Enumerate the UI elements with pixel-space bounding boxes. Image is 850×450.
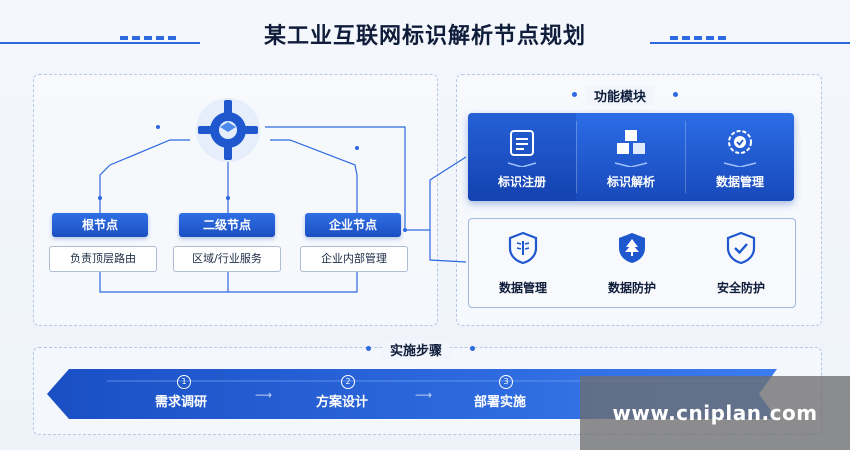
root-node-desc: 负责顶层路由 <box>49 246 157 272</box>
module-row-primary: 标识注册 标识解析 数据管理 <box>468 113 794 201</box>
module-divider <box>685 121 686 193</box>
title-left-dash <box>120 36 180 40</box>
module-row-secondary: 数据管理 数据防护 安全防护 <box>468 218 796 308</box>
module-label: 数据管理 <box>498 281 547 295</box>
second-node-title: 二级节点 <box>179 213 275 237</box>
step-label: 需求调研 <box>155 395 208 410</box>
watermark: www.cniplan.com <box>580 376 850 450</box>
module-label: 数据管理 <box>715 175 764 189</box>
module-card-data-mgmt-2[interactable]: 数据管理 <box>469 219 577 307</box>
module-card-data-protect[interactable]: 数据防护 <box>578 219 686 307</box>
module-label: 标识注册 <box>497 175 546 189</box>
book-shield-icon <box>508 231 538 265</box>
steps-section-title: 实施步骤 <box>382 340 451 359</box>
page-title: 某工业互联网标识解析节点规划 <box>263 24 586 49</box>
check-shield-icon <box>726 231 756 265</box>
step-number: 3 <box>499 375 513 389</box>
enterprise-node-title: 企业节点 <box>305 213 401 237</box>
cubes-icon <box>614 130 648 167</box>
module-title-left-dot <box>572 92 577 97</box>
document-list-icon <box>507 130 537 167</box>
module-card-register[interactable]: 标识注册 <box>468 113 576 201</box>
second-node-desc: 区域/行业服务 <box>173 246 281 272</box>
module-section-title: 功能模块 <box>586 86 655 105</box>
gear-shield-icon <box>723 130 757 167</box>
title-left-line <box>0 42 200 44</box>
module-card-data-mgmt[interactable]: 数据管理 <box>686 113 794 201</box>
title-right-line <box>650 42 850 44</box>
root-node-title: 根节点 <box>52 213 148 237</box>
module-label: 数据防护 <box>607 281 656 295</box>
title-right-dash <box>670 36 730 40</box>
step-arrow-icon: ⟶ <box>255 388 273 402</box>
module-label: 安全防护 <box>716 281 765 295</box>
module-card-security[interactable]: 安全防护 <box>687 219 795 307</box>
step-label: 部署实施 <box>474 395 527 410</box>
step-number: 1 <box>177 375 191 389</box>
step-number: 2 <box>341 375 355 389</box>
module-label: 标识解析 <box>606 175 655 189</box>
gear-network-icon <box>198 100 258 160</box>
module-title-right-dot <box>673 92 678 97</box>
module-divider <box>576 121 577 193</box>
step-arrow-icon: ⟶ <box>415 388 433 402</box>
module-card-resolve[interactable]: 标识解析 <box>577 113 685 201</box>
step-label: 方案设计 <box>316 395 369 410</box>
tree-shield-icon <box>619 233 645 263</box>
steps-title-right-dot <box>470 346 475 351</box>
enterprise-node-desc: 企业内部管理 <box>300 246 408 272</box>
steps-title-left-dot <box>366 346 371 351</box>
